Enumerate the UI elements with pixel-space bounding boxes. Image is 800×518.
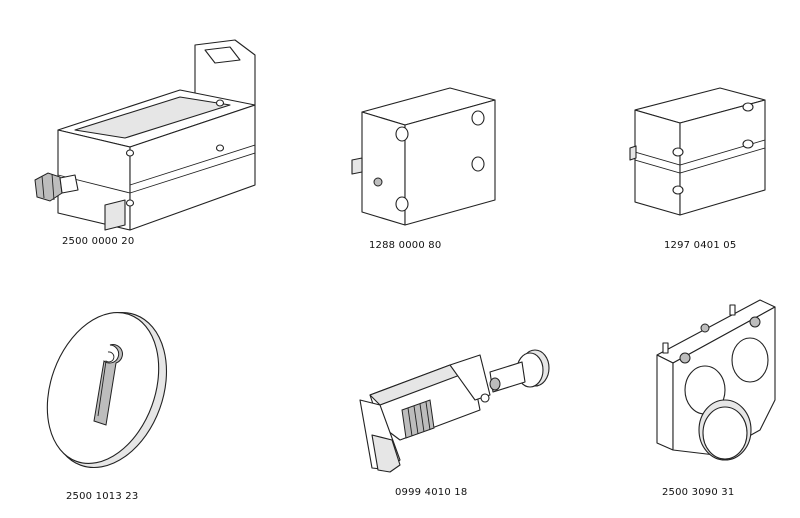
part-clamp-block: [30, 35, 270, 235]
ring-bracket-illustration: [656, 299, 776, 461]
part-ring-bracket: [645, 295, 785, 480]
part-keyhole-plate: [40, 300, 170, 485]
keyhole-plate-illustration: [46, 311, 168, 469]
part-code-1: 2500 0000 20: [62, 236, 135, 247]
clamp-block-illustration: [34, 39, 256, 231]
part-code-3: 1297 0401 05: [664, 240, 737, 251]
part-code-2: 1288 0000 80: [369, 240, 442, 251]
part-rect-block: [340, 80, 510, 240]
part-grooved-block: [620, 80, 780, 230]
rack-clamp-illustration: [359, 349, 550, 473]
grooved-block-illustration: [629, 87, 766, 216]
part-code-6: 2500 3090 31: [662, 487, 735, 498]
part-code-5: 0999 4010 18: [395, 487, 468, 498]
part-code-4: 2500 1013 23: [66, 491, 139, 502]
part-rack-clamp: [350, 340, 570, 480]
rect-block-illustration: [351, 87, 496, 226]
